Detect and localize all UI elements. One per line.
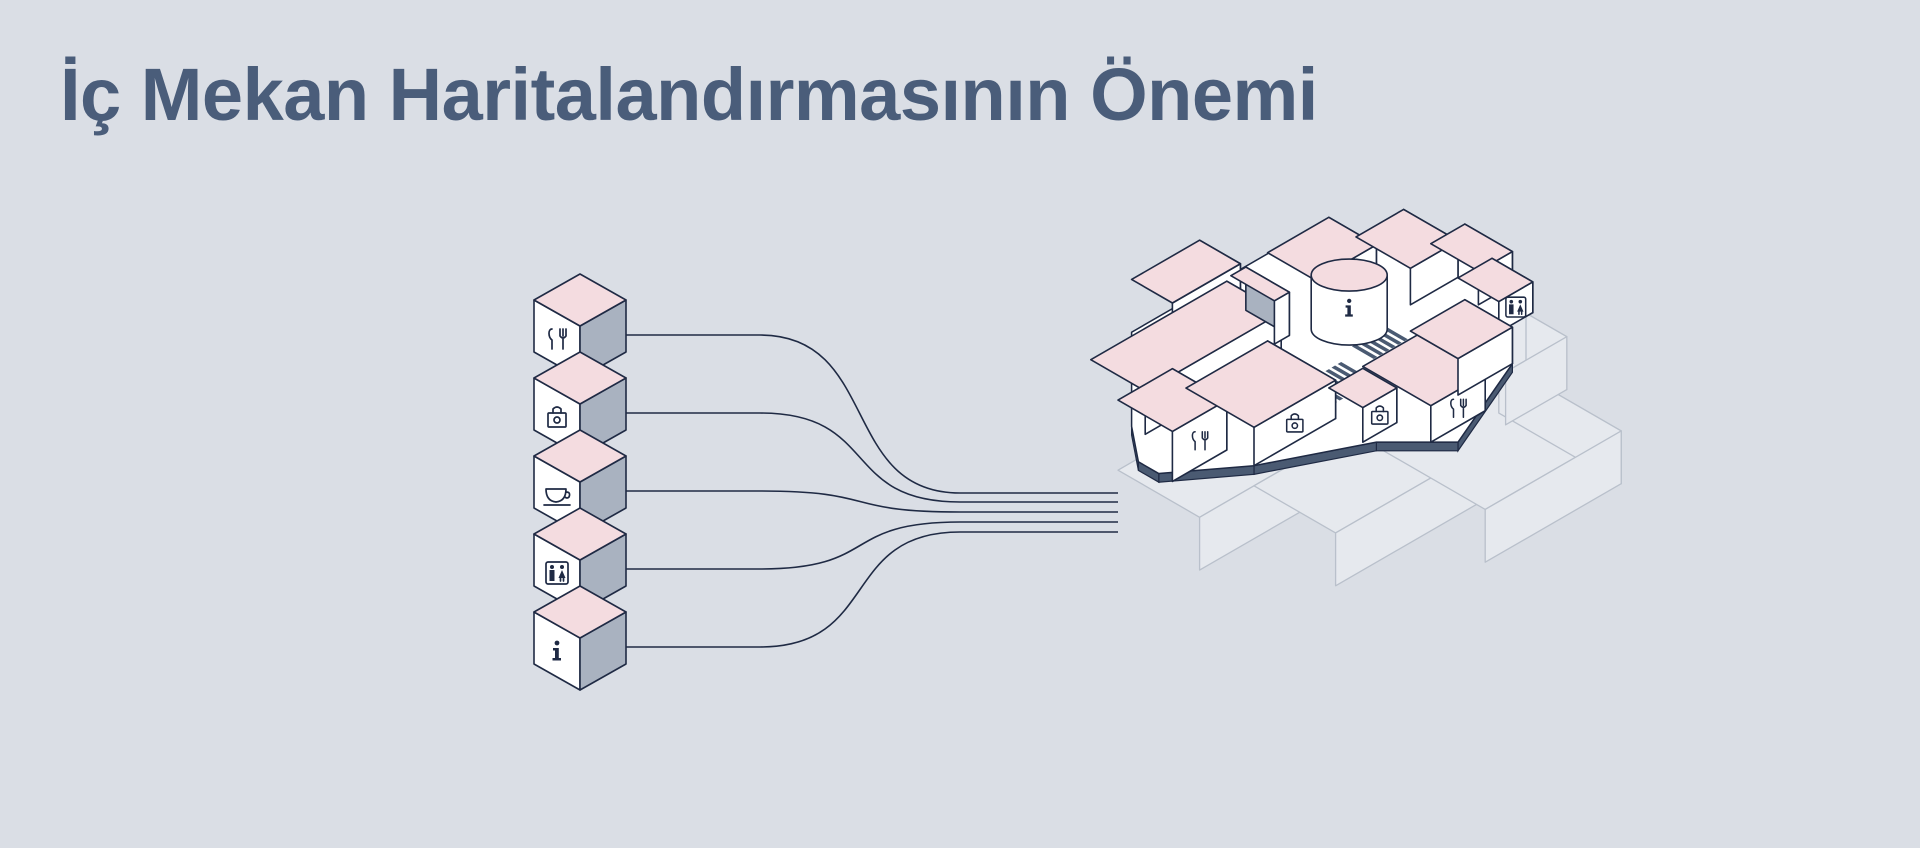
- shopping-bag-icon: [1285, 413, 1304, 433]
- information-icon: [1345, 298, 1353, 317]
- shopping-bag-icon: [547, 406, 567, 428]
- restaurant-icon: [1191, 430, 1209, 451]
- store-southeast-corner: [1409, 298, 1514, 396]
- store-restroom: [1457, 257, 1534, 334]
- store-south-bag: [1185, 340, 1337, 467]
- coffee-cup-icon: [543, 488, 571, 506]
- connector-line: [626, 412, 1118, 503]
- restroom-icon: [545, 561, 569, 585]
- connector-line: [626, 490, 1118, 513]
- restaurant-icon: [548, 328, 567, 350]
- venue-3d-floor-plan: [1090, 208, 1534, 484]
- connector-line: [626, 531, 1118, 648]
- store-south-small-bag: [1328, 367, 1398, 443]
- legend-connector-lines: [626, 334, 1118, 648]
- restroom-icon: [1505, 296, 1527, 318]
- store-back-notch: [1230, 266, 1291, 345]
- legend-cube: [533, 585, 627, 691]
- legend-cube: [533, 507, 627, 613]
- restaurant-icon: [1450, 398, 1467, 418]
- connector-line: [626, 334, 1118, 494]
- shopping-bag-icon: [1370, 405, 1389, 425]
- information-kiosk: [1310, 258, 1388, 346]
- poi-legend: [533, 273, 627, 691]
- page-title: İç Mekan Haritalandırmasının Önemi: [60, 53, 1318, 136]
- connector-line: [626, 521, 1118, 570]
- information-icon: [552, 640, 561, 661]
